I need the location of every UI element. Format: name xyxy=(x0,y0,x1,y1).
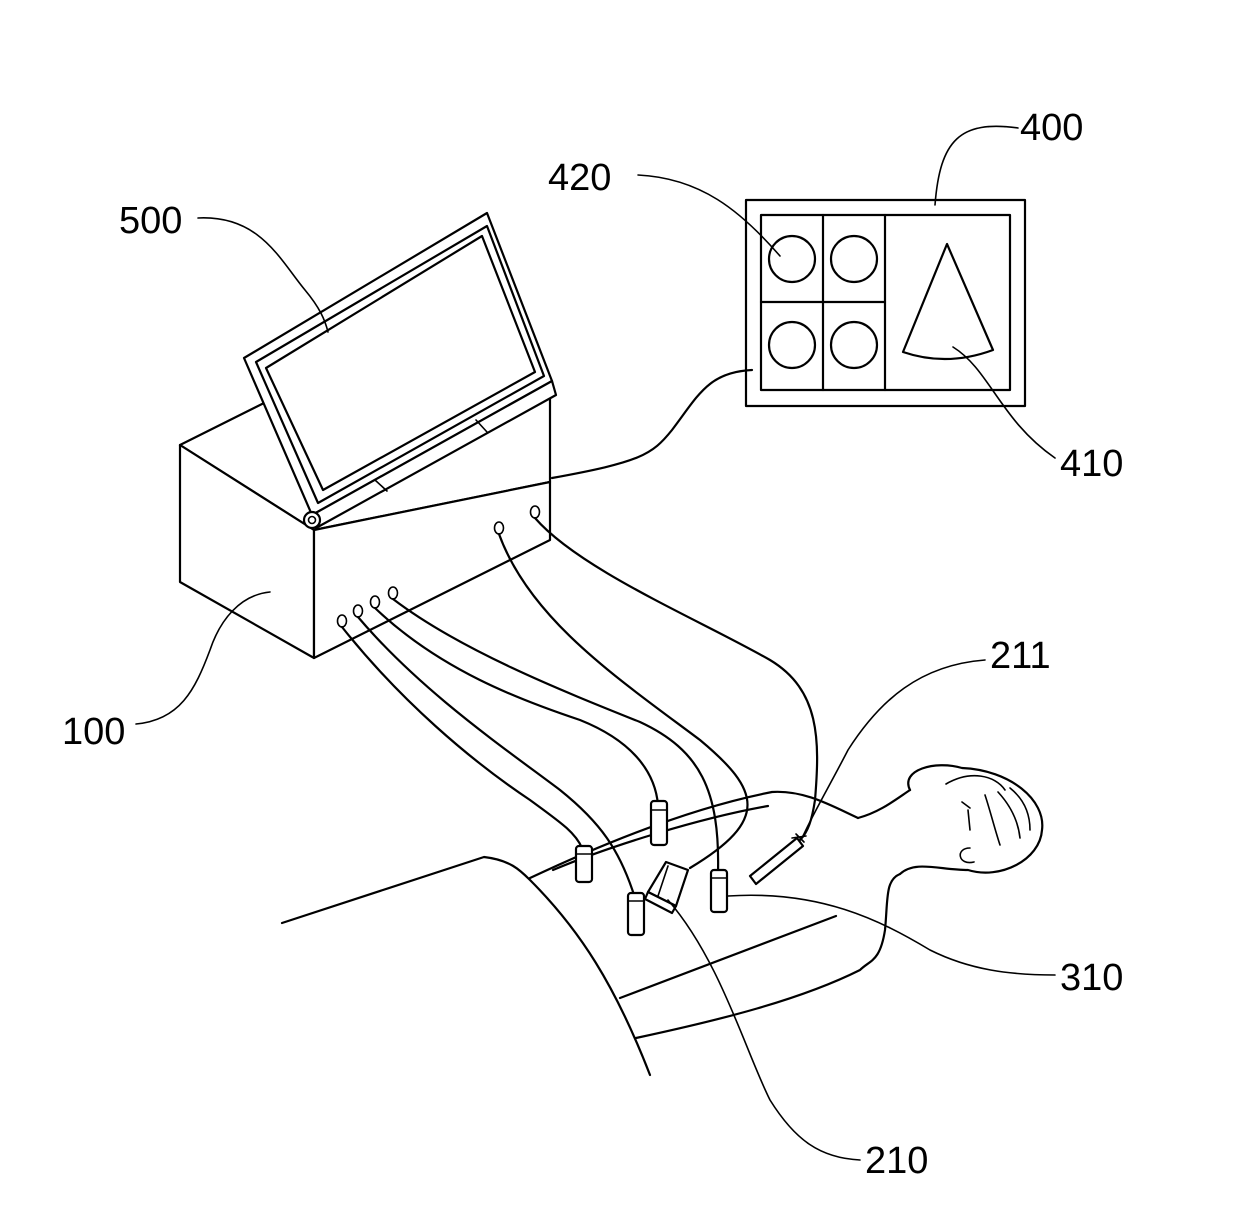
patient-head xyxy=(900,765,1042,874)
needle-body xyxy=(750,838,803,884)
patient-chest-line xyxy=(620,916,836,998)
leader-310 xyxy=(728,895,1055,975)
cable xyxy=(342,627,582,848)
label-210: 210 xyxy=(865,1140,928,1182)
label-410: 410 xyxy=(1060,443,1123,485)
patient-ear xyxy=(960,848,974,863)
leader-210 xyxy=(668,900,860,1160)
cable xyxy=(393,599,718,873)
leader-400 xyxy=(935,126,1018,205)
display-cable xyxy=(552,370,752,478)
patient-neck xyxy=(858,790,910,818)
external-display xyxy=(746,200,1025,406)
ecg-electrode xyxy=(576,846,592,882)
label-100: 100 xyxy=(62,711,125,753)
ultrasound-probe xyxy=(645,862,688,913)
patient-leg-outline xyxy=(282,857,650,1075)
label-500: 500 xyxy=(119,200,182,242)
label-400: 400 xyxy=(1020,107,1083,149)
label-310: 310 xyxy=(1060,957,1123,999)
cable xyxy=(375,608,658,805)
cable xyxy=(358,617,635,898)
label-211: 211 xyxy=(990,635,1051,677)
leader-500 xyxy=(198,218,328,332)
ecg-electrode xyxy=(628,893,644,935)
ecg-electrode xyxy=(651,801,667,845)
label-420: 420 xyxy=(548,157,611,199)
ecg-electrode xyxy=(711,870,727,912)
needle-electrode xyxy=(750,834,806,884)
leader-211 xyxy=(803,660,985,836)
hinge-knob xyxy=(304,512,320,528)
